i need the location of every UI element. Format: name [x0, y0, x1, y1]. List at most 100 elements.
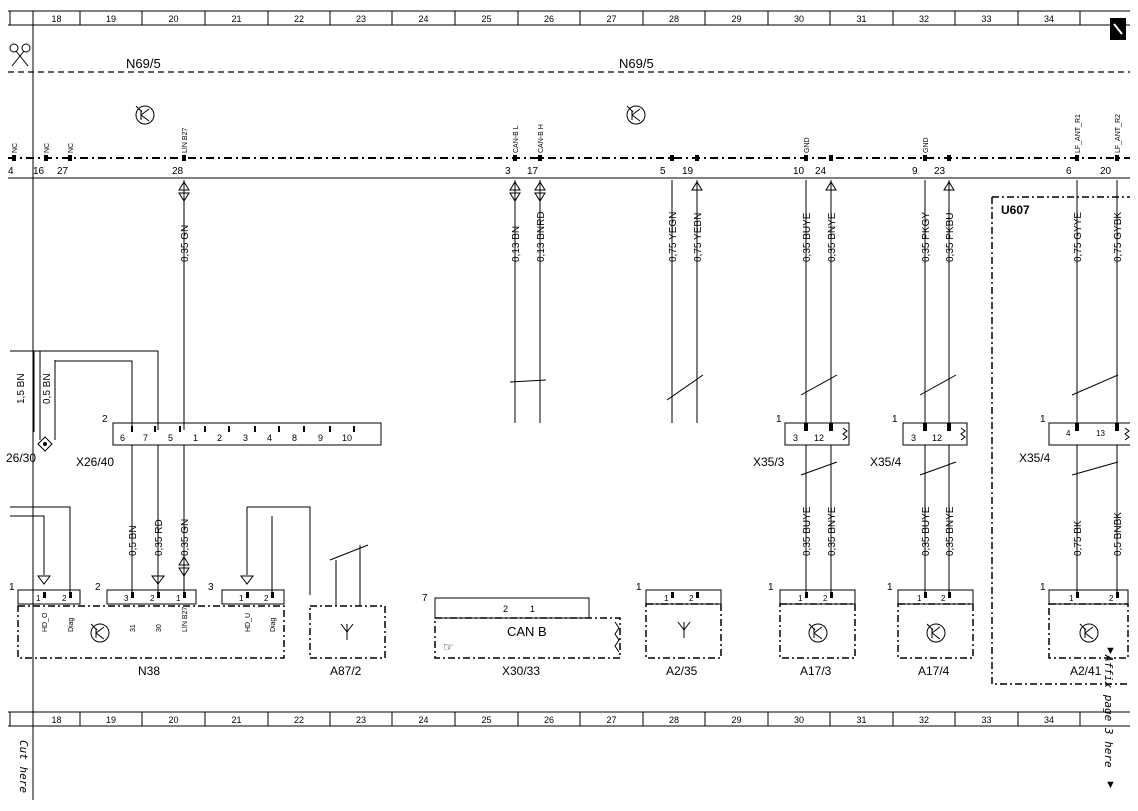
- component-label: X30/33: [502, 664, 540, 678]
- pin-number: 10: [793, 166, 805, 177]
- column-number: 30: [794, 14, 804, 24]
- control-unit-icon: [90, 623, 110, 643]
- pin-number: 9: [912, 166, 918, 177]
- connector-side-number: 1: [776, 414, 782, 425]
- pin-number: 1: [193, 433, 198, 443]
- pin-marker: [1075, 155, 1079, 161]
- column-number: 20: [168, 14, 178, 24]
- pin-number: 20: [1100, 166, 1112, 177]
- pin-marker: [829, 423, 833, 431]
- pin-number: 17: [527, 166, 539, 177]
- connector-strip: [645, 589, 722, 605]
- a87-2-box: [309, 605, 386, 659]
- pin-marker: [329, 426, 331, 432]
- component-label: A2/35: [666, 664, 698, 678]
- a2-41-box: [1048, 603, 1129, 659]
- scissors-icon: [9, 43, 31, 67]
- column-number: 26: [544, 14, 554, 24]
- pin-number: 19: [682, 166, 694, 177]
- pin-name: Diag: [270, 617, 277, 632]
- pin-marker: [695, 155, 699, 161]
- wire-label: 0,5 BN: [128, 525, 139, 556]
- wire-label: 0,75 GYBK: [1113, 212, 1124, 262]
- column-number: 33: [981, 14, 991, 24]
- pin-number: 1: [36, 594, 41, 603]
- pin-name: CAN-B H: [538, 124, 545, 153]
- pin-name: NC: [12, 143, 19, 153]
- column-number: 24: [418, 14, 428, 24]
- pin-marker: [1115, 423, 1119, 431]
- pin-number: 9: [318, 433, 323, 443]
- connector-side-number: 1: [768, 582, 774, 593]
- pin-number: 3: [793, 433, 798, 443]
- pin-number: 16: [33, 166, 45, 177]
- pin-marker: [1075, 423, 1079, 431]
- pin-number: 1: [917, 594, 922, 603]
- u607-boundary: [991, 196, 1130, 685]
- can-b-label: CAN B: [507, 624, 547, 639]
- column-number: 27: [606, 14, 616, 24]
- connector-label: 26/30: [6, 451, 36, 465]
- wire-label: 0,5 BNBK: [1113, 512, 1124, 556]
- pin-marker: [538, 155, 542, 161]
- pin-number: 1: [530, 604, 535, 614]
- pin-marker: [68, 155, 72, 161]
- module-label-right: N69/5: [619, 56, 654, 71]
- hand-pointer-icon: ☞: [443, 640, 454, 654]
- ground-point: [37, 436, 53, 452]
- component-label: A2/41: [1070, 664, 1102, 678]
- a17-3-box: [779, 603, 856, 659]
- pin-number: 4: [8, 166, 14, 177]
- twisted-pair-mark: [1071, 461, 1119, 476]
- pin-marker: [254, 426, 256, 432]
- pin-number: 1: [176, 594, 181, 603]
- pin-number: 24: [815, 166, 827, 177]
- pin-number: 27: [57, 166, 69, 177]
- twisted-pair-mark: [1071, 374, 1119, 396]
- x35-4b-connector: 1 4 13 X35/4: [1019, 414, 1130, 465]
- wire-label: 0,35 BUYE: [802, 506, 813, 556]
- pin-marker: [179, 426, 181, 432]
- pin-number: 4: [267, 433, 272, 443]
- connector-label: X35/3: [753, 455, 785, 469]
- column-number: 29: [731, 715, 741, 725]
- connector-arrow: [534, 192, 546, 202]
- twisted-pair-mark: [919, 461, 957, 476]
- pin-marker: [182, 155, 186, 161]
- antenna-icon: [340, 623, 354, 640]
- n38-box: [17, 605, 285, 659]
- column-number: 23: [356, 14, 366, 24]
- wire-label: 0,75 YEGN: [668, 212, 679, 262]
- pin-number: 1: [239, 594, 244, 603]
- column-number: 25: [481, 715, 491, 725]
- pin-number: 2: [217, 433, 222, 443]
- pin-name: LIN B27: [182, 128, 189, 153]
- column-number: 22: [294, 14, 304, 24]
- column-number: 29: [731, 14, 741, 24]
- pin-name: 30: [156, 624, 163, 632]
- connector-arrow: [534, 181, 546, 191]
- pin-number: 3: [124, 594, 129, 603]
- module-label-left: N69/5: [126, 56, 161, 71]
- column-number: 20: [168, 715, 178, 725]
- connector-strip: [17, 589, 81, 605]
- pin-marker: [947, 155, 951, 161]
- connector-strip: [897, 589, 974, 605]
- pin-marker: [829, 155, 833, 161]
- twisted-pair-mark: [919, 374, 957, 396]
- x35-3-connector: 1 3 12 X35/3: [753, 414, 850, 469]
- pin-number: 8: [292, 433, 297, 443]
- connector-arrow: [178, 556, 190, 566]
- pin-marker: [804, 155, 808, 161]
- column-number: 22: [294, 715, 304, 725]
- wire-label: 0,35 BUYE: [802, 212, 813, 262]
- connector-strip: [221, 589, 285, 605]
- x35-4-connector: 1 3 12 X35/4: [870, 414, 968, 469]
- connector-arrow: [178, 181, 190, 191]
- pin-name: LF_ANT_R1: [1075, 114, 1082, 153]
- pin-marker: [44, 155, 48, 161]
- connector-side-number: 7: [422, 593, 428, 604]
